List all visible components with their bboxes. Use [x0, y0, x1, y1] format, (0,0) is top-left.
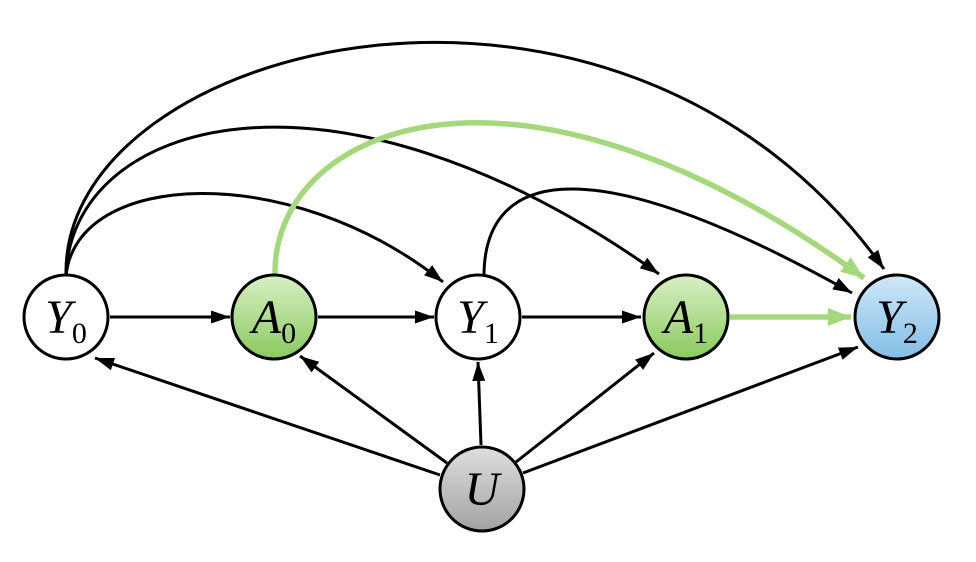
node-Y0 — [22, 273, 110, 361]
node-label-subscript: 1 — [693, 317, 708, 350]
node-label-letter: U — [465, 463, 503, 516]
edge-U-A0 — [299, 354, 448, 465]
node-label-subscript: 0 — [281, 317, 296, 350]
edge-U-Y0 — [94, 356, 441, 477]
node-label-letter: Y — [457, 291, 488, 344]
edge-U-Y1 — [472, 361, 486, 446]
node-label-A0: A0 — [249, 291, 296, 350]
node-label-A1: A1 — [661, 291, 708, 350]
node-label-subscript: 2 — [903, 317, 918, 350]
node-label-letter: A — [661, 291, 694, 344]
node-label-subscript: 1 — [484, 317, 499, 350]
node-label-Y2: Y2 — [876, 291, 918, 350]
node-label-letter: Y — [876, 291, 907, 344]
node-Y2 — [853, 273, 941, 361]
node-label-letter: Y — [45, 291, 76, 344]
edge-U-Y2 — [522, 345, 859, 475]
edge-Y0-Y1 — [64, 192, 444, 284]
node-label-Y1: Y1 — [457, 291, 499, 350]
edge-A0-Y2 — [272, 120, 866, 281]
node-label-letter: A — [249, 291, 282, 344]
node-A0 — [230, 273, 318, 361]
edge-U-A1 — [515, 351, 655, 464]
node-label-subscript: 0 — [72, 317, 87, 350]
node-A1 — [642, 273, 730, 361]
edge-Y1-Y2 — [482, 187, 853, 295]
node-label-Y0: Y0 — [45, 291, 87, 350]
node-label-U: U — [465, 463, 503, 516]
edge-Y0-Y2 — [64, 40, 886, 277]
node-Y1 — [434, 273, 522, 361]
node-U — [438, 445, 526, 533]
edge-Y0-A1 — [64, 125, 660, 277]
